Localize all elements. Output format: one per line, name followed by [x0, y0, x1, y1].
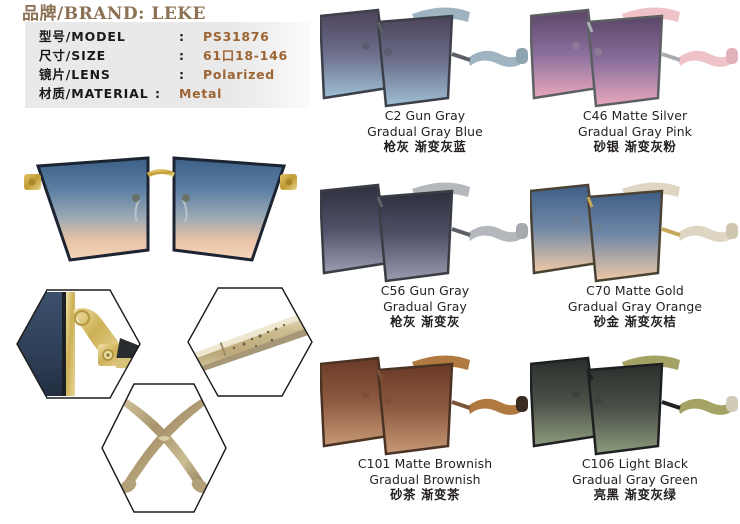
detail-panel-temple — [186, 286, 314, 398]
spec-colon-lens: : — [179, 67, 184, 82]
product-photo-c101 — [320, 350, 530, 458]
product-name-line1: C46 Matte Silver — [582, 108, 688, 123]
spec-colon-model: : — [179, 29, 184, 44]
spec-value-lens: Polarized — [203, 67, 275, 82]
product-photo-c106 — [530, 350, 740, 458]
detail-panel-hinge — [16, 288, 141, 400]
product-photo-c46 — [530, 2, 740, 110]
detail-panel-crossed-temples — [100, 382, 228, 514]
product-name-line2: Gradual Gray Orange — [567, 298, 703, 314]
product-caption-c46: C46 Matte Silver Gradual Gray Pink 砂银 渐变… — [530, 108, 740, 155]
spec-colon-material: : — [155, 86, 160, 101]
product-caption-c106: C106 Light Black Gradual Gray Green 亮黑 渐… — [530, 456, 740, 503]
product-name-line2: Gradual Brownish — [369, 471, 481, 487]
spec-label-model: 型号/MODEL — [39, 29, 126, 44]
spec-label-lens: 镜片/LENS — [39, 67, 111, 82]
product-name-line1: C56 Gun Gray — [380, 283, 470, 298]
product-cell-c46[interactable]: C46 Matte Silver Gradual Gray Pink 砂银 渐变… — [530, 2, 740, 176]
product-cell-c101[interactable]: C101 Matte Brownish Gradual Brownish 砂茶 … — [320, 350, 530, 524]
spec-row-size: 尺寸/SIZE: 61口18-146 — [39, 46, 288, 65]
crossed-temples-photo — [102, 384, 226, 512]
page-title: 品牌/BRAND: LEKE — [22, 4, 207, 24]
spec-row-material: 材质/MATERIAL: Metal — [39, 84, 222, 103]
spec-value-material: Metal — [179, 86, 223, 101]
product-name-cn: 枪灰 渐变灰蓝 — [383, 139, 467, 154]
left-info-column: 品牌/BRAND: LEKE 型号/MODEL: PS31876 尺寸/SIZE:… — [0, 0, 320, 523]
spec-table: 型号/MODEL: PS31876 尺寸/SIZE: 61口18-146 镜片/LE… — [25, 22, 310, 108]
product-name-line2: Gradual Gray Green — [572, 471, 698, 487]
product-caption-c101: C101 Matte Brownish Gradual Brownish 砂茶 … — [320, 456, 530, 503]
product-caption-c70: C70 Matte Gold Gradual Gray Orange 砂金 渐变… — [530, 283, 740, 330]
product-caption-c2: C2 Gun Gray Gradual Gray Blue 枪灰 渐变灰蓝 — [320, 108, 530, 155]
product-photo-c56 — [320, 177, 530, 285]
product-name-cn: 砂茶 渐变茶 — [390, 487, 460, 502]
spec-colon-size: : — [179, 48, 184, 63]
product-name-line2: Gradual Gray Blue — [367, 123, 483, 139]
product-name-cn: 枪灰 渐变灰 — [390, 314, 460, 329]
spec-value-model: PS31876 — [203, 29, 270, 44]
product-cell-c2[interactable]: C2 Gun Gray Gradual Gray Blue 枪灰 渐变灰蓝 — [320, 2, 530, 176]
product-name-line1: C70 Matte Gold — [586, 283, 684, 298]
product-name-cn: 砂银 渐变灰粉 — [593, 139, 677, 154]
product-variant-grid: C2 Gun Gray Gradual Gray Blue 枪灰 渐变灰蓝 — [320, 0, 740, 523]
product-name-line2: Gradual Gray Pink — [578, 123, 692, 139]
hero-product-image — [8, 128, 313, 283]
product-cell-c56[interactable]: C56 Gun Gray Gradual Gray 枪灰 渐变灰 — [320, 177, 530, 351]
product-name-cn: 砂金 渐变灰桔 — [593, 314, 677, 329]
product-caption-c56: C56 Gun Gray Gradual Gray 枪灰 渐变灰 — [320, 283, 530, 330]
spec-label-size: 尺寸/SIZE — [39, 48, 107, 63]
product-cell-c70[interactable]: C70 Matte Gold Gradual Gray Orange 砂金 渐变… — [530, 177, 740, 351]
product-photo-c2 — [320, 2, 530, 110]
spec-value-size: 61口18-146 — [203, 48, 288, 63]
product-cell-c106[interactable]: C106 Light Black Gradual Gray Green 亮黑 渐… — [530, 350, 740, 524]
product-name-line1: C2 Gun Gray — [384, 108, 466, 123]
product-name-cn: 亮黑 渐变灰绿 — [593, 487, 677, 502]
product-name-line1: C101 Matte Brownish — [357, 456, 493, 471]
product-name-line1: C106 Light Black — [581, 456, 689, 471]
spec-label-material: 材质/MATERIAL — [39, 86, 149, 101]
spec-row-lens: 镜片/LENS: Polarized — [39, 65, 275, 84]
product-name-line2: Gradual Gray — [383, 298, 467, 314]
product-photo-c70 — [530, 177, 740, 285]
spec-row-model: 型号/MODEL: PS31876 — [39, 27, 270, 46]
